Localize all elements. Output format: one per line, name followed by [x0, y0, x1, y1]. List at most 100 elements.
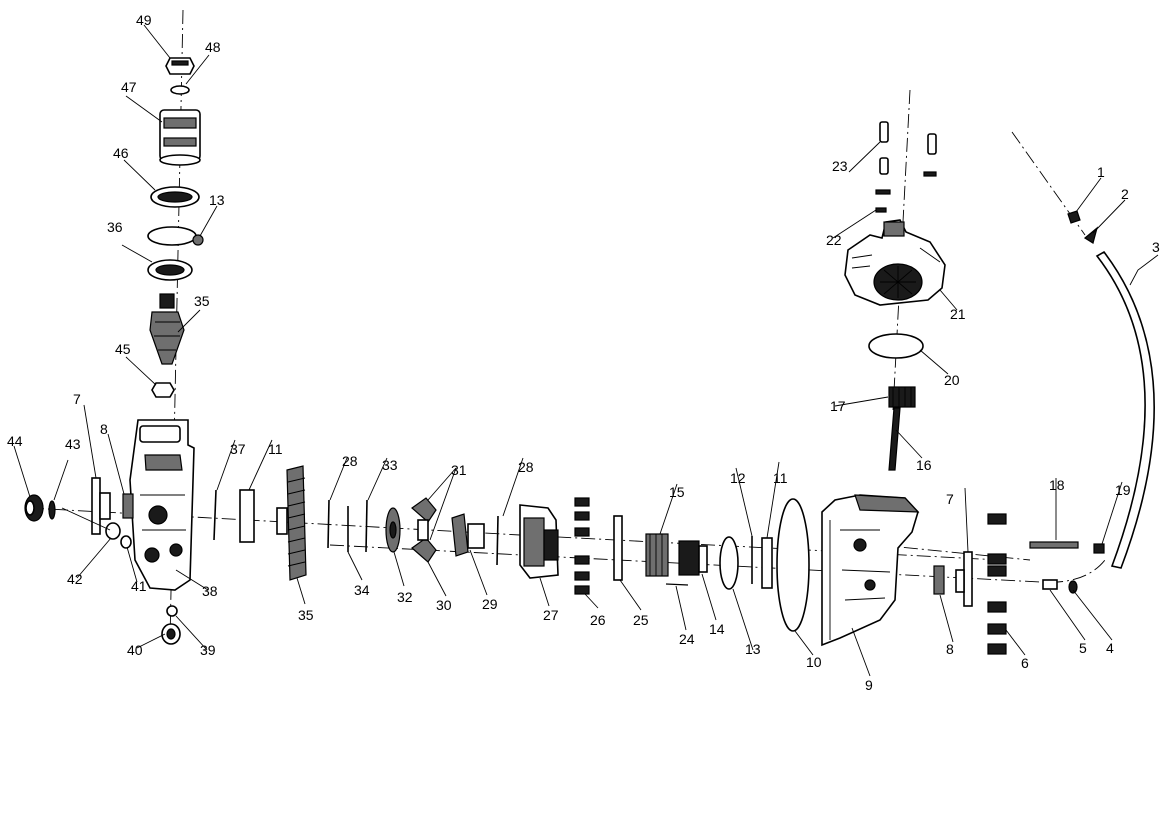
- part-cap-44: [24, 494, 44, 522]
- callout-7-right: 7: [946, 491, 954, 507]
- part-bearing-15: [645, 533, 669, 577]
- part-washers-22: [875, 171, 937, 213]
- part-worm-17: [888, 386, 916, 408]
- part-ring-8-right: [933, 565, 945, 595]
- part-spacer-11-left: [239, 489, 255, 543]
- callout-30: 30: [436, 597, 452, 613]
- callout-15: 15: [669, 484, 685, 500]
- part-gear-35: [276, 465, 307, 581]
- callout-labels: 1 2 3 4 5 6 7 7 8 8 9 10 11 11 12 13 13 …: [7, 12, 1160, 693]
- leader-lines: [13, 24, 1159, 677]
- callout-8-right: 8: [946, 641, 954, 657]
- part-housing-9: [821, 494, 920, 647]
- part-bearing-36: [147, 259, 193, 281]
- callout-43: 43: [65, 436, 81, 452]
- callout-5: 5: [1079, 640, 1087, 656]
- callout-47: 47: [121, 79, 137, 95]
- part-shim-28-left: [327, 499, 330, 549]
- callout-34: 34: [354, 582, 370, 598]
- callout-38: 38: [202, 583, 218, 599]
- callout-29: 29: [482, 596, 498, 612]
- part-bearing-14: [678, 540, 708, 576]
- callout-17: 17: [830, 398, 846, 414]
- part-tube-3: [1095, 250, 1155, 569]
- callout-40: 40: [127, 642, 143, 658]
- callout-28-left: 28: [342, 453, 358, 469]
- part-washer-39: [166, 605, 178, 617]
- callout-36: 36: [107, 219, 123, 235]
- callout-23: 23: [832, 158, 848, 174]
- callout-22: 22: [826, 232, 842, 248]
- callout-7-left: 7: [73, 391, 81, 407]
- part-carrier-27: [519, 504, 559, 579]
- callout-35-bottom: 35: [298, 607, 314, 623]
- part-fitting-5: [1042, 579, 1058, 590]
- callout-8-left: 8: [100, 421, 108, 437]
- callout-33: 33: [382, 457, 398, 473]
- part-oring-13: [719, 536, 739, 590]
- callout-39: 39: [200, 642, 216, 658]
- part-spacer-11-right: [761, 537, 773, 589]
- part-gear-29: [451, 513, 485, 557]
- part-shim-28-right: [496, 515, 499, 566]
- part-washer-48: [170, 85, 190, 95]
- part-oring-10: [776, 498, 810, 632]
- callout-27: 27: [543, 607, 559, 623]
- callout-14: 14: [709, 621, 725, 637]
- part-washer-41: [120, 535, 132, 549]
- part-oring-20: [868, 333, 924, 359]
- part-bolts-6: [987, 513, 1007, 655]
- callout-4: 4: [1106, 640, 1114, 656]
- part-nut-45: [151, 382, 175, 398]
- part-bolts-26: [574, 497, 590, 595]
- callout-49: 49: [136, 12, 152, 28]
- part-screws-23: [879, 121, 937, 175]
- part-fitting-1: [1067, 210, 1081, 224]
- part-pinion-35: [149, 293, 185, 365]
- part-nut-49: [165, 57, 195, 75]
- callout-16: 16: [916, 457, 932, 473]
- callout-13-bottom: 13: [745, 641, 761, 657]
- callout-31: 31: [451, 462, 467, 478]
- callout-1: 1: [1097, 164, 1105, 180]
- part-washer-43: [48, 500, 56, 520]
- callout-11-right: 11: [773, 470, 788, 486]
- callout-18: 18: [1049, 477, 1065, 493]
- callout-12: 12: [730, 470, 746, 486]
- vertical-gear-stack: [147, 57, 204, 398]
- part-shaft-18: [1029, 541, 1079, 549]
- callout-45: 45: [115, 341, 131, 357]
- callout-21: 21: [950, 306, 966, 322]
- part-flange-7-right: [955, 551, 973, 607]
- part-plate-25: [613, 515, 623, 581]
- callout-6: 6: [1021, 655, 1029, 671]
- part-gear-32: [385, 507, 401, 553]
- part-collar-19: [1093, 543, 1105, 554]
- callout-19: 19: [1115, 482, 1131, 498]
- part-housing-38: [129, 419, 195, 591]
- part-shim-33: [365, 499, 368, 553]
- callout-3: 3: [1152, 239, 1160, 255]
- callout-13-top: 13: [209, 192, 225, 208]
- part-sleeve-47: [159, 109, 201, 166]
- part-circlip-13: [147, 226, 204, 246]
- part-pin-24: [665, 583, 689, 586]
- callout-9: 9: [865, 677, 873, 693]
- callout-48: 48: [205, 39, 221, 55]
- callout-11-left: 11: [268, 441, 283, 457]
- part-differential-31: [411, 497, 437, 563]
- part-shaft-16: [888, 407, 901, 471]
- part-bearing-46: [150, 186, 200, 208]
- part-shim-37: [213, 489, 217, 541]
- callout-10: 10: [806, 654, 822, 670]
- callout-28-right: 28: [518, 459, 534, 475]
- callout-44: 44: [7, 433, 23, 449]
- callout-32: 32: [397, 589, 413, 605]
- callout-46: 46: [113, 145, 129, 161]
- callout-41: 41: [131, 578, 147, 594]
- part-bushing-42: [105, 522, 121, 540]
- callout-25: 25: [633, 612, 649, 628]
- callout-2: 2: [1121, 186, 1129, 202]
- callout-42: 42: [67, 571, 83, 587]
